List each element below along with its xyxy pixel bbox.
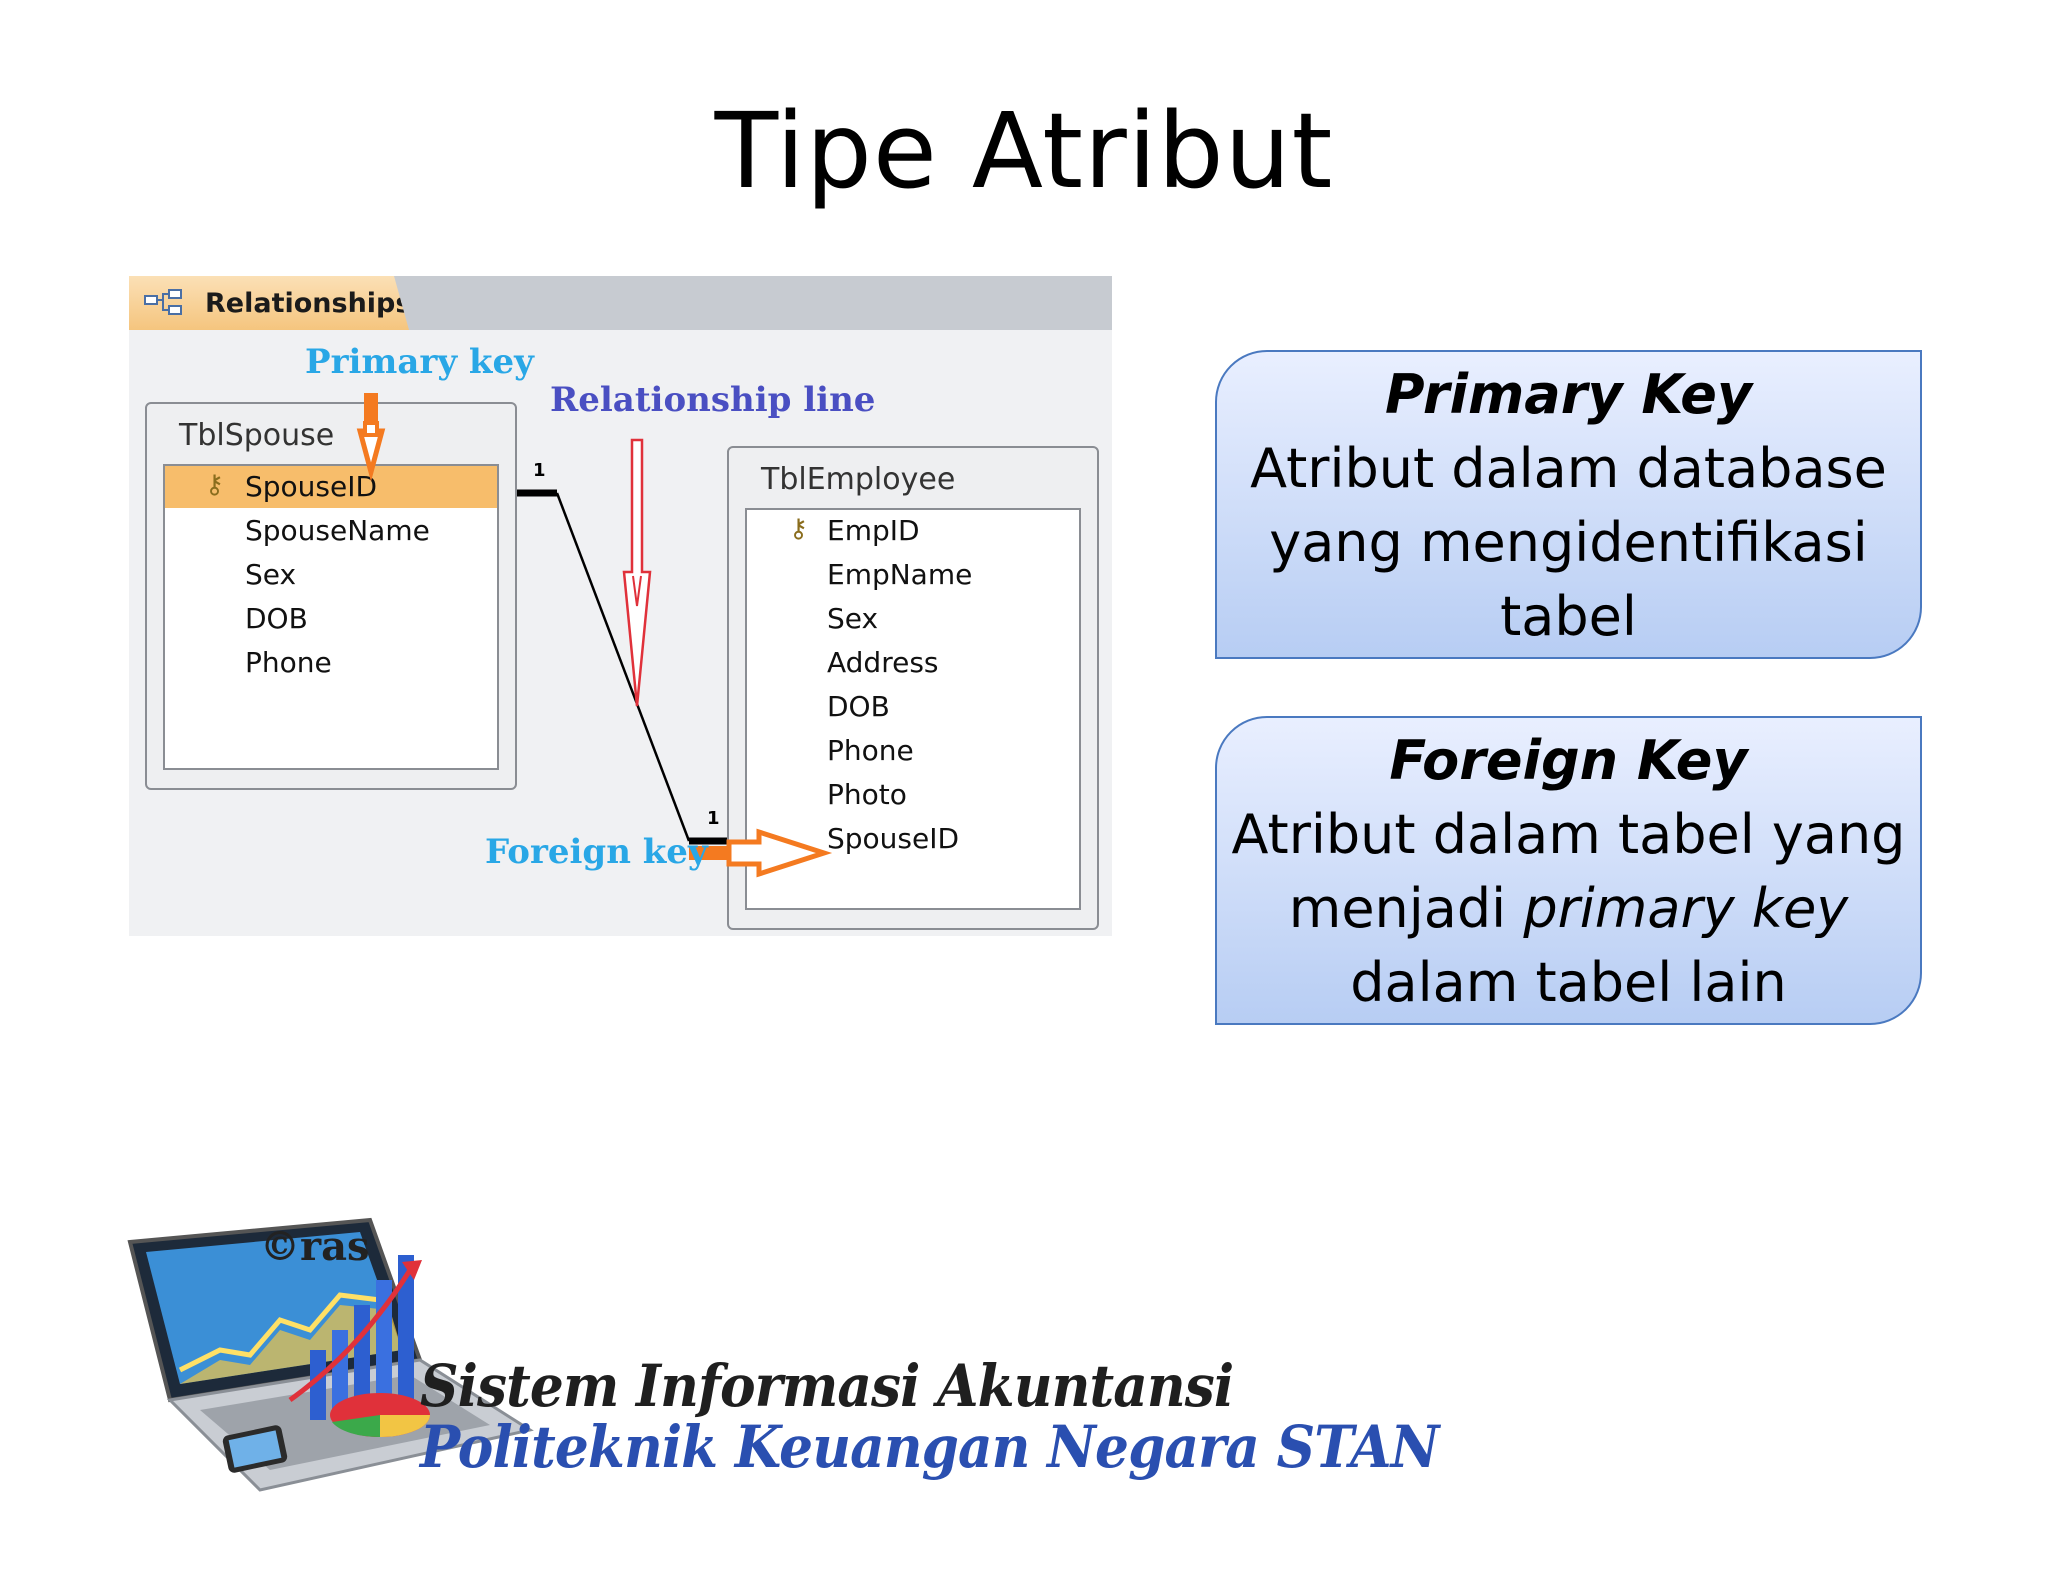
tab-relationships-label: Relationships [205, 288, 412, 319]
callout-primary-key-line3: tabel [1500, 585, 1637, 648]
callout-primary-key-line1: Atribut dalam database [1250, 437, 1887, 500]
tbl-spouse-fields: ⚷ SpouseID SpouseName Sex DOB Phone [163, 464, 499, 770]
svg-text:©ras: ©ras [260, 1223, 370, 1270]
field-employee-photo[interactable]: Photo [827, 778, 907, 811]
field-employee-empid[interactable]: ⚷ EmpID [789, 514, 920, 547]
primary-key-arrow [356, 393, 386, 482]
field-spouse-sex[interactable]: Sex [245, 558, 297, 591]
callout-foreign-key: Foreign Key Atribut dalam tabel yang men… [1215, 716, 1922, 1025]
callout-foreign-key-line3: dalam tabel lain [1350, 951, 1787, 1014]
sia-stan-logo: ©ras [127, 1217, 534, 1492]
logo-line1: Sistem Informasi Akuntansi [420, 1352, 1234, 1420]
field-employee-empname[interactable]: EmpName [827, 558, 973, 591]
field-employee-dob[interactable]: DOB [827, 690, 890, 723]
field-spouse-phone[interactable]: Phone [245, 646, 332, 679]
field-spouse-spouseid[interactable]: ⚷ SpouseID [165, 466, 497, 508]
callout-foreign-key-line1: Atribut dalam tabel yang [1231, 803, 1906, 866]
relationships-window: Relationships TblSpouse ⚷ SpouseID Spous… [129, 276, 1112, 936]
annotation-relationship-line: Relationship line [550, 380, 876, 420]
tbl-employee-title: TblEmployee [761, 462, 956, 497]
relationship-line[interactable] [517, 489, 727, 845]
foreign-key-arrow [689, 828, 833, 878]
primary-key-icon: ⚷ [205, 470, 225, 500]
callout-primary-key-line2: yang mengidentifikasi [1269, 511, 1868, 574]
primary-key-icon: ⚷ [789, 514, 809, 544]
field-employee-sex[interactable]: Sex [827, 602, 879, 635]
cardinality-left: 1 [533, 460, 546, 481]
tbl-spouse-title: TblSpouse [179, 418, 335, 453]
tab-relationships[interactable]: Relationships [129, 276, 409, 330]
tbl-spouse[interactable]: TblSpouse ⚷ SpouseID SpouseName Sex DOB … [145, 402, 517, 790]
cardinality-right: 1 [707, 808, 720, 829]
callout-primary-key-heading: Primary Key [1384, 363, 1753, 426]
slide-title: Tipe Atribut [714, 90, 1334, 212]
annotation-foreign-key: Foreign key [485, 832, 708, 872]
relationship-line-arrow [622, 438, 652, 707]
field-spouse-dob[interactable]: DOB [245, 602, 308, 635]
field-spouse-spousename[interactable]: SpouseName [245, 514, 430, 547]
relationships-icon [144, 289, 182, 315]
field-employee-spouseid[interactable]: SpouseID [827, 822, 960, 855]
field-employee-address[interactable]: Address [827, 646, 939, 679]
annotation-primary-key: Primary key [305, 342, 534, 382]
callout-primary-key: Primary Key Atribut dalam database yang … [1215, 350, 1922, 659]
field-employee-phone[interactable]: Phone [827, 734, 914, 767]
logo-line2: Politeknik Keuangan Negara STAN [420, 1413, 1439, 1481]
relationship-diagram-overlay [356, 393, 833, 878]
tab-bar: Relationships [129, 276, 1112, 330]
callout-foreign-key-line2: menjadi primary key [1288, 877, 1849, 940]
callout-foreign-key-heading: Foreign Key [1389, 729, 1748, 792]
